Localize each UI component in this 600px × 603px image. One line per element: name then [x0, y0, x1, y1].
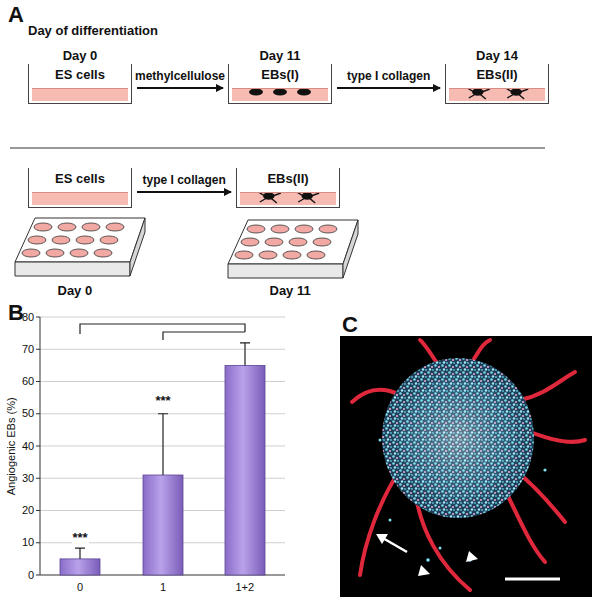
sprout — [466, 89, 490, 99]
day-heading: Day 0 — [28, 48, 132, 64]
culture-dish: EBs(II) — [236, 168, 340, 208]
axis-tick: 10 — [22, 536, 34, 549]
axis-tick: 50 — [22, 407, 34, 420]
axis-tick: 20 — [22, 504, 34, 517]
culture-dish: ES cells — [28, 64, 132, 104]
dish-node: EBs(II) — [236, 168, 340, 208]
axis-tick: 60 — [22, 375, 34, 388]
sprouting-body — [504, 89, 528, 99]
medium-layer — [32, 192, 128, 205]
culture-dish: ES cells — [28, 168, 132, 208]
sprout — [504, 89, 528, 99]
axis-tick: 30 — [22, 472, 34, 485]
significance-mark: *** — [155, 394, 172, 409]
timeline-title: Day of differentiation — [28, 24, 158, 39]
bar-chart — [36, 317, 285, 575]
medium-layer — [449, 88, 545, 101]
culture-dish: EBs(II) — [445, 64, 549, 104]
day-heading: Day 14 — [445, 48, 549, 64]
sprouting-body — [295, 193, 319, 203]
day-heading: Day 11 — [228, 48, 332, 64]
category-label: 0 — [77, 581, 83, 594]
culture-dish: EBs(I) — [228, 64, 332, 104]
dish-node: Day 14 EBs(II) — [445, 48, 549, 104]
sprouting-body — [257, 193, 281, 203]
axis-title: Angiogenic EBs (%) — [5, 397, 18, 495]
panel-letter: A — [8, 2, 24, 27]
dish-node: ES cells — [28, 168, 132, 208]
embryoid-bodies — [240, 193, 336, 205]
embryoid-body — [273, 89, 287, 96]
dish-content-label: ES cells — [32, 171, 128, 187]
panel-letter: B — [8, 300, 24, 325]
arrow-label: type I collagen — [347, 69, 430, 83]
dish-content-label: EBs(I) — [232, 67, 328, 83]
embryoid-body — [297, 89, 311, 96]
dish-node: Day 11 EBs(I) — [228, 48, 332, 104]
dish-content-label: EBs(II) — [240, 171, 336, 187]
axis-tick: 70 — [22, 343, 34, 356]
process-arrow — [337, 87, 440, 89]
arrow-label: methylcellulose — [135, 69, 225, 83]
medium-layer — [240, 192, 336, 205]
sprout — [295, 193, 319, 203]
day-label: Day 0 — [58, 284, 93, 299]
medium-layer — [32, 88, 128, 101]
category-label: 1+2 — [236, 581, 255, 594]
separator-line — [10, 147, 545, 148]
dish-content-label: EBs(II) — [449, 67, 545, 83]
microscopy-image — [340, 336, 592, 597]
arrow-label: type I collagen — [143, 173, 226, 187]
embryoid-body — [249, 89, 263, 96]
process-arrow — [137, 191, 231, 193]
panel-letter: C — [342, 312, 358, 337]
sprouting-body — [466, 89, 490, 99]
axis-tick: 40 — [22, 440, 34, 453]
embryoid-bodies — [449, 89, 545, 101]
day-label: Day 11 — [270, 284, 311, 299]
axis-tick: 80 — [22, 311, 34, 324]
dish-node: Day 0 ES cells — [28, 48, 132, 104]
process-arrow — [137, 87, 223, 89]
category-label: 1 — [160, 581, 166, 594]
medium-layer — [232, 88, 328, 101]
sprout — [257, 193, 281, 203]
axis-tick: 0 — [28, 569, 34, 582]
embryoid-bodies — [232, 89, 328, 101]
multiwell-plate — [228, 220, 358, 278]
multiwell-plate — [15, 218, 145, 276]
dish-content-label: ES cells — [32, 67, 128, 83]
significance-mark: *** — [72, 531, 89, 546]
